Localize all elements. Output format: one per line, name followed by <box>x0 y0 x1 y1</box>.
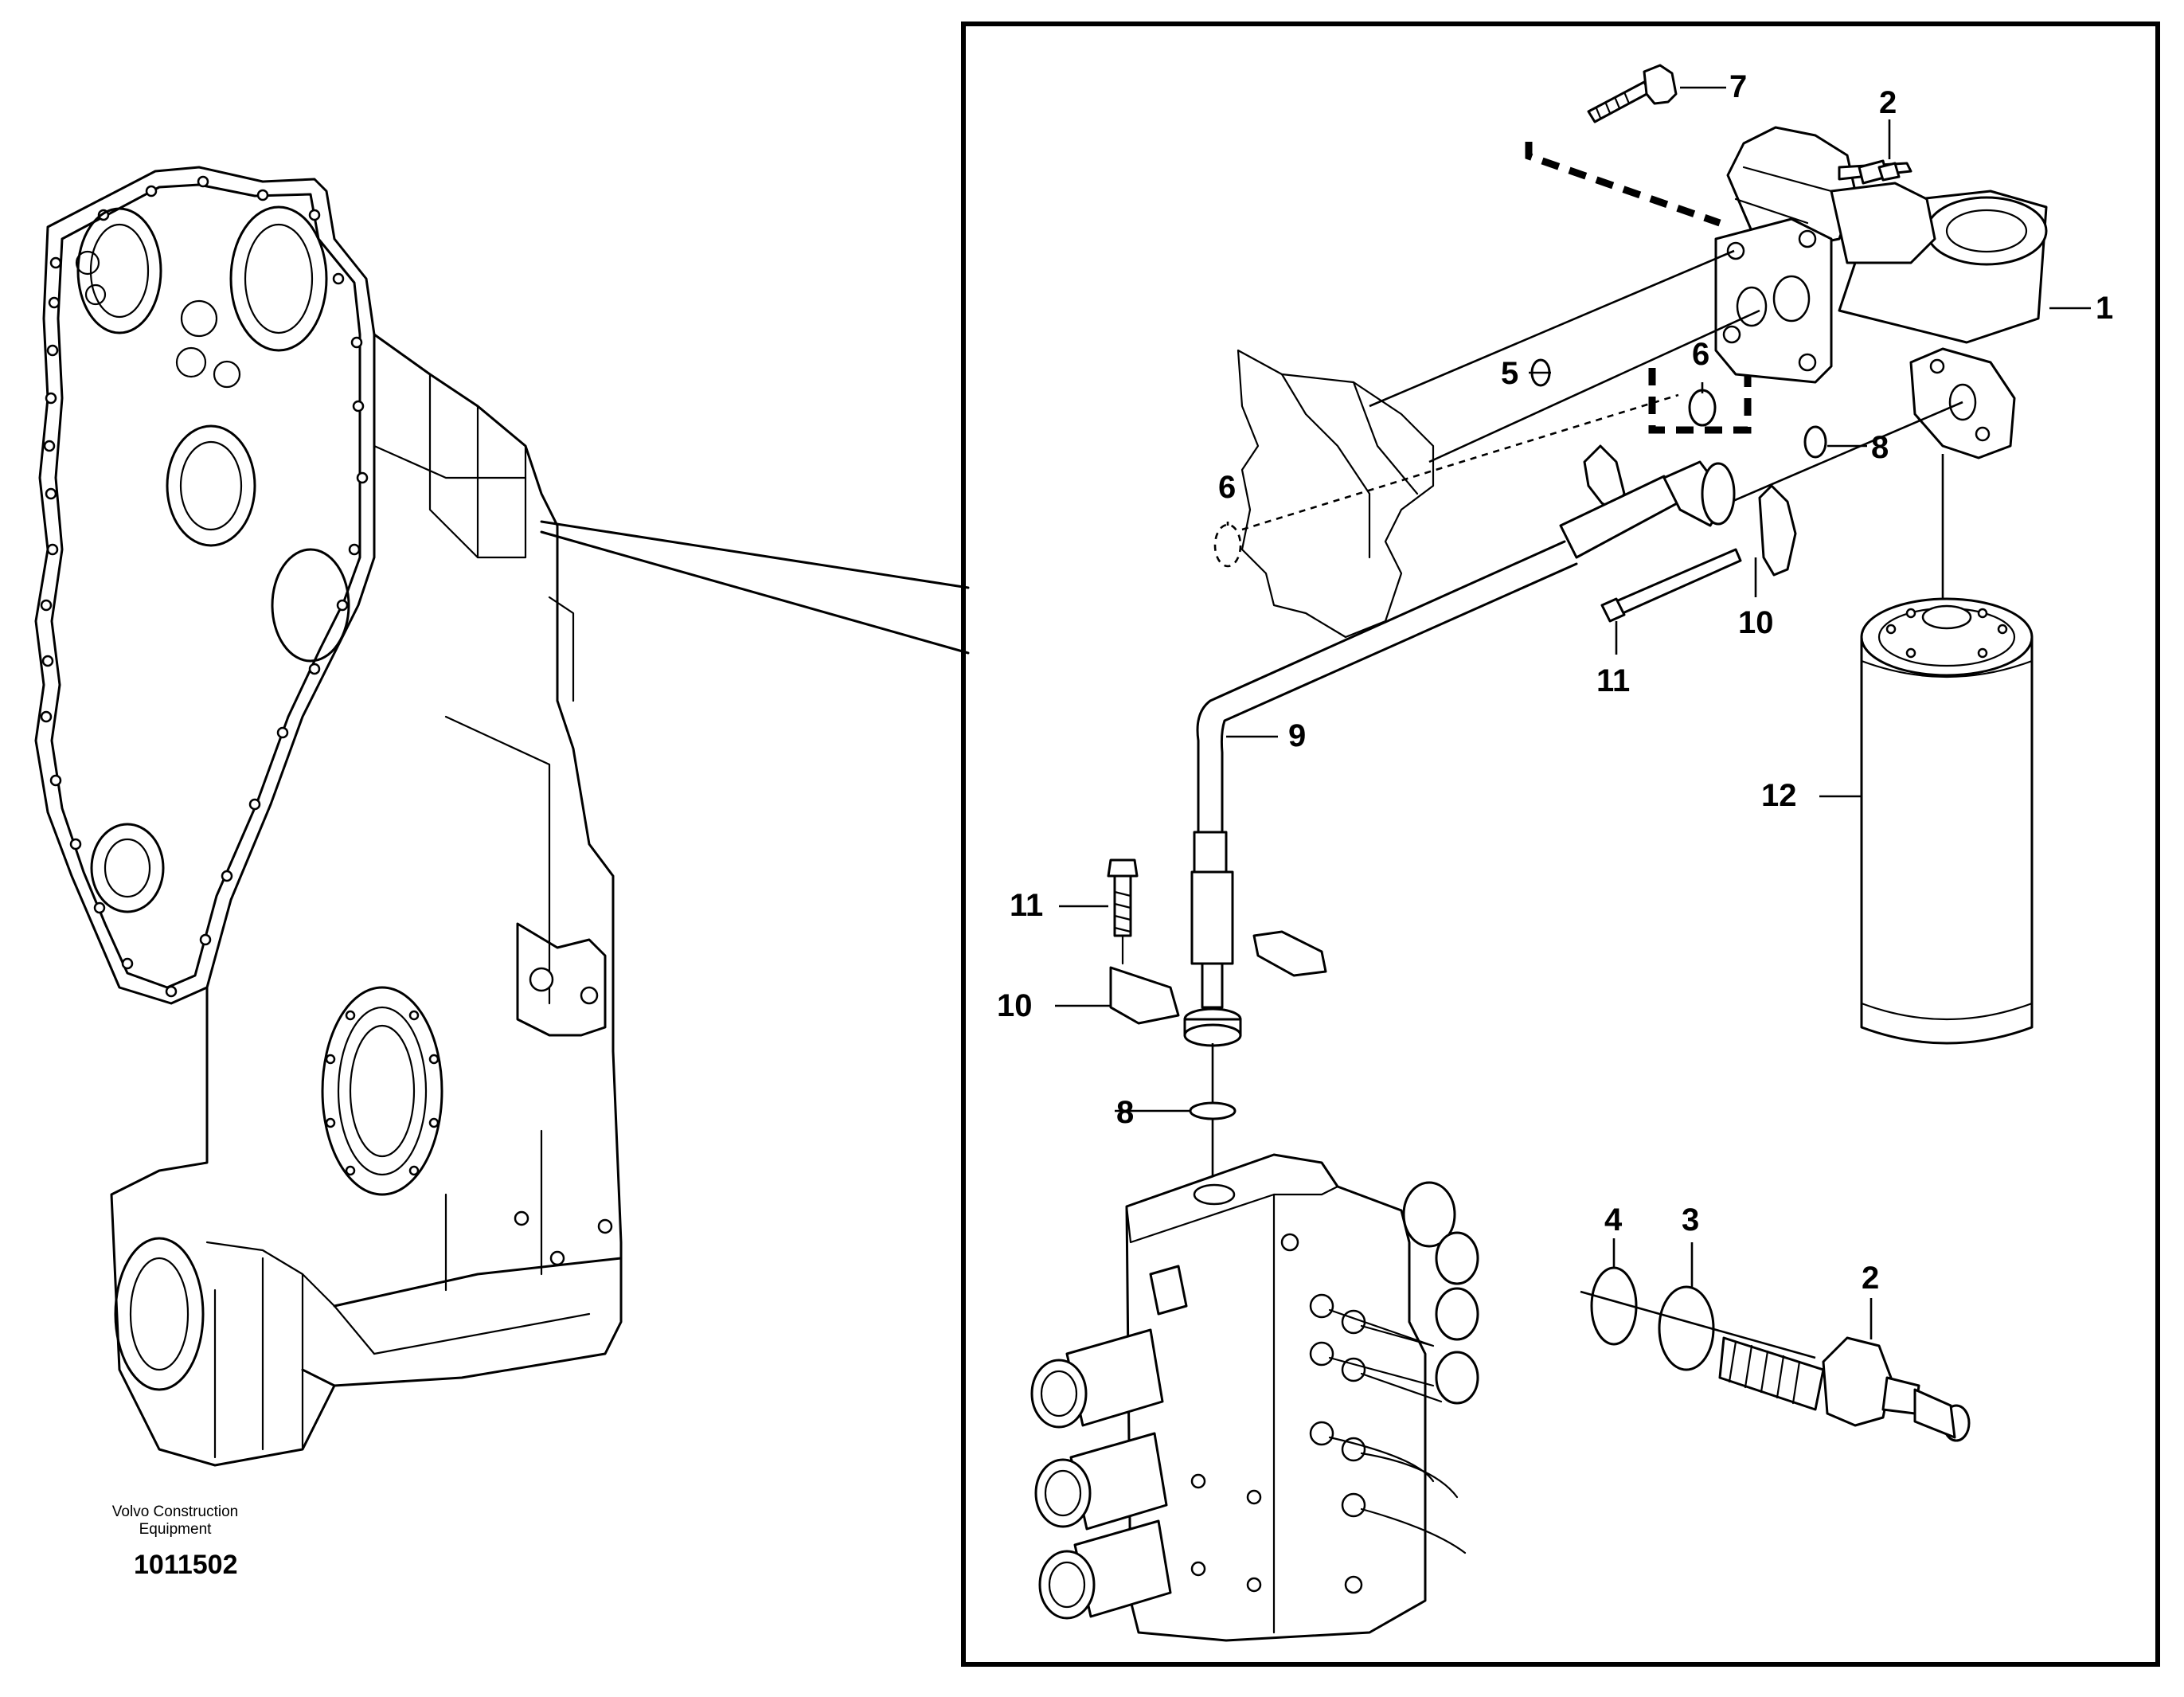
callout-12: 12 <box>1761 778 1797 813</box>
pressure-sensor-2 <box>1718 1336 1971 1442</box>
flange-bolt-holes <box>40 175 369 998</box>
callout-leaders <box>1055 86 2091 1339</box>
callout-1: 1 <box>2096 291 2113 326</box>
callout-7: 7 <box>1729 69 1747 104</box>
hose-assembly-9 <box>1183 460 1736 1047</box>
callout-6-upper: 6 <box>1692 337 1709 372</box>
bolt-11-lower <box>1107 858 1139 965</box>
callout-5: 5 <box>1501 356 1518 391</box>
sensor-2-top <box>1858 159 1901 185</box>
callout-10-lower: 10 <box>997 988 1033 1023</box>
callout-6-left: 6 <box>1218 470 1236 505</box>
detail-frame <box>961 22 2160 1667</box>
o-ring-8-upper <box>1803 425 1827 459</box>
callout-2-lower: 2 <box>1862 1261 1879 1296</box>
control-valve-block <box>1030 1153 1479 1642</box>
detail-parts: 7 2 1 5 6 8 6 10 11 9 12 11 10 8 4 3 2 <box>997 64 2113 1642</box>
split-flange-half-upper-b <box>1758 484 1797 577</box>
callout-2-top: 2 <box>1879 85 1897 120</box>
callout-3: 3 <box>1682 1202 1699 1238</box>
brand-line-2: Equipment <box>139 1521 212 1538</box>
split-flange-half-lower-b <box>1252 930 1327 977</box>
o-ring-3 <box>1658 1285 1715 1371</box>
zoom-connector-upper <box>540 520 970 589</box>
o-ring-6-upper <box>1688 389 1717 427</box>
transmission-housing-overview <box>34 166 623 1467</box>
split-flange-half-lower-a <box>1109 966 1180 1025</box>
callout-4: 4 <box>1604 1202 1623 1238</box>
filter-housing-1 <box>1714 126 2048 459</box>
callout-8-lower: 8 <box>1116 1095 1134 1130</box>
callout-11-upper: 11 <box>1596 663 1630 698</box>
callout-11-lower: 11 <box>1010 888 1043 923</box>
filter-cartridge-12 <box>1860 597 2034 1045</box>
bolt-7 <box>1587 64 1678 123</box>
callout-8-upper: 8 <box>1871 430 1889 465</box>
callout-numbers: 7 2 1 5 6 8 6 10 11 9 12 11 10 8 4 3 2 <box>997 69 2113 1296</box>
callout-9: 9 <box>1288 718 1306 753</box>
document-number: 1011502 <box>134 1550 238 1580</box>
o-ring-8-lower <box>1189 1101 1237 1120</box>
brand-line-1: Volvo Construction <box>111 1503 239 1520</box>
callout-10-upper: 10 <box>1738 605 1774 640</box>
zoom-connector-lower <box>540 530 970 655</box>
bolt-11-upper <box>1600 548 1742 623</box>
